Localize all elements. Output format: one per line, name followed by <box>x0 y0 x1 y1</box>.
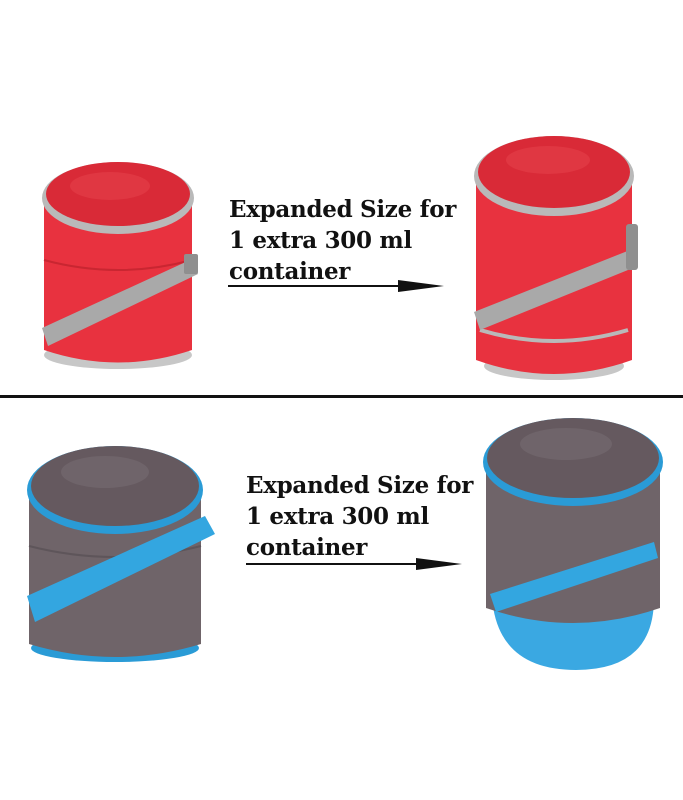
top-caption-line-3: container <box>229 258 351 285</box>
top-panel: Expanded Size for 1 extra 300 ml contain… <box>0 0 683 396</box>
red-bag-collapsed <box>42 162 198 369</box>
bottom-arrow-icon <box>246 558 462 570</box>
top-arrow-icon <box>228 280 444 292</box>
gray-bag-expanded <box>483 418 663 670</box>
top-caption: Expanded Size for 1 extra 300 ml contain… <box>229 194 456 287</box>
top-caption-line-1: Expanded Size for <box>229 196 457 223</box>
top-caption-line-2: 1 extra 300 ml <box>229 227 412 254</box>
bottom-caption: Expanded Size for 1 extra 300 ml contain… <box>246 470 473 563</box>
bottom-panel: Expanded Size for 1 extra 300 ml contain… <box>0 398 683 800</box>
bottom-caption-line-1: Expanded Size for <box>246 472 474 499</box>
bottom-caption-line-3: container <box>246 534 368 561</box>
red-bag-expanded <box>474 136 638 380</box>
bottom-caption-line-2: 1 extra 300 ml <box>246 503 429 530</box>
gray-bag-collapsed <box>27 446 215 662</box>
panel-divider <box>0 395 683 398</box>
